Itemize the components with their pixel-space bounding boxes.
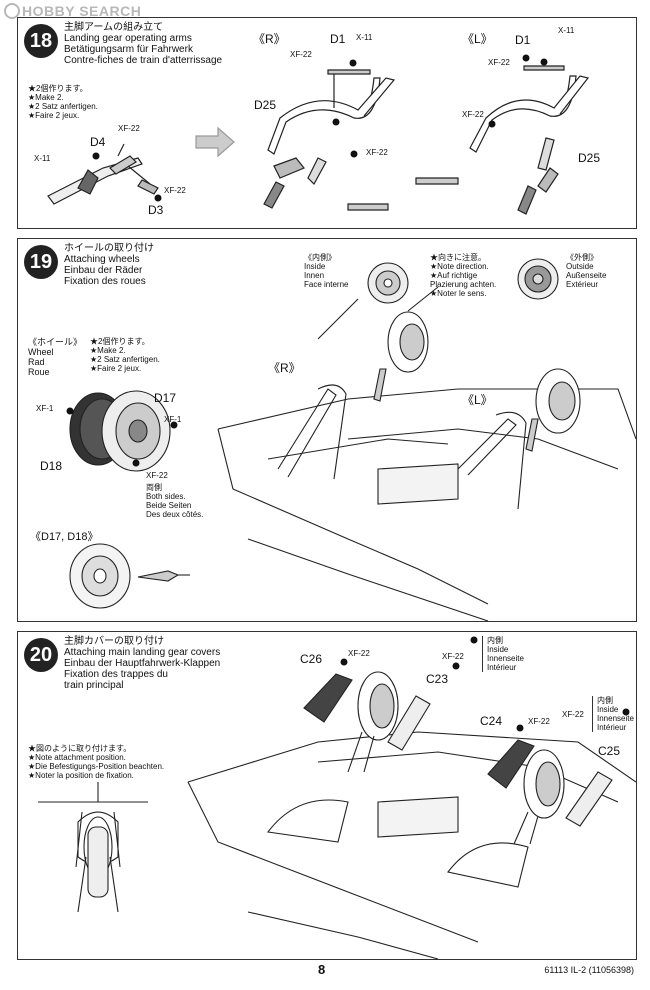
make-two-note: ★2個作ります。 ★Make 2. ★2 Satz anfertigen. ★F… [90,337,160,373]
step-19-panel: 19 ホイールの取り付け Attaching wheels Einbau der… [17,238,637,622]
step-number: 20 [24,638,58,672]
step-19-illustration [66,258,636,621]
paint-label-xf22: XF-22 [528,717,550,726]
step-title: ホイールの取り付け Attaching wheels Einbau der Rä… [64,243,154,287]
paint-label-xf1: XF-1 [36,404,54,413]
paint-label-xf22: XF-22 [488,58,510,67]
part-label-d18: D18 [40,459,63,473]
step-title: 主脚アームの組み立て Landing gear operating arms B… [64,22,223,66]
part-label-c26: C26 [300,652,323,666]
d17-d18-label: 《D17, D18》 [30,531,99,543]
part-label-c24: C24 [480,714,503,728]
paint-label-xf22: XF-22 [290,50,312,59]
step-20-illustration [38,636,636,959]
side-right-label: 《R》 [253,32,286,46]
paint-label-x11: X-11 [34,154,51,163]
paint-label-xf22: XF-22 [462,110,484,119]
outside-label: 《外側》 Outside Außenseite Extérieur [566,253,607,289]
attachment-note: ★図のように取り付けます。 ★Note attachment position.… [28,744,165,780]
both-sides-note: 両側 Both sides. Beide Seiten Des deux côt… [146,483,204,519]
paint-label-xf22: XF-22 [164,186,186,195]
side-left-label: 《L》 [462,393,493,407]
make-two-note: ★2個作ります。 ★Make 2. ★2 Satz anfertigen. ★F… [28,84,98,120]
part-label-d3: D3 [148,203,164,217]
kit-code: 61113 IL-2 (11056398) [544,965,634,975]
wheel-label: 《ホイール》 Wheel Rad Roue [28,337,83,377]
paint-label-xf22: XF-22 [118,124,140,133]
side-left-label: 《L》 [462,32,493,46]
watermark-logo-icon [4,3,20,19]
step-number: 19 [24,245,58,279]
direction-note: ★向きに注意。 ★Note direction. ★Auf richtige P… [430,253,497,298]
paint-label-xf22: XF-22 [562,710,584,719]
inside-bracket-label: 内側 Inside Innenseite Intérieur [482,636,524,672]
paint-label-xf22: XF-22 [146,471,168,480]
step-20-panel: 20 主脚カバーの取り付け Attaching main landing gea… [17,631,637,960]
paint-label-x11: X-11 [356,33,373,42]
part-label-d1: D1 [515,33,531,47]
paint-label-xf22: XF-22 [348,649,370,658]
part-label-c25: C25 [598,744,621,758]
paint-label-xf22: XF-22 [442,652,464,661]
paint-label-x11: X-11 [558,26,575,35]
page-number: 8 [318,962,326,977]
part-label-d25: D25 [254,98,277,112]
step-number: 18 [24,24,58,58]
step-18-illustration [47,54,590,215]
part-label-c23: C23 [426,672,449,686]
inside-label: 《内側》 Inside Innen Face interne [304,253,349,289]
part-label-d17: D17 [154,391,177,405]
part-label-d1: D1 [330,32,346,46]
step-18-panel: 18 主脚アームの組み立て Landing gear operating arm… [17,17,637,229]
side-right-label: 《R》 [268,361,301,375]
paint-label-xf1: XF-1 [164,415,182,424]
hobby-search-watermark: HOBBY SEARCH [4,3,141,19]
step-title: 主脚カバーの取り付け Attaching main landing gear c… [64,636,221,691]
part-label-d25: D25 [578,151,601,165]
paint-label-xf22: XF-22 [366,148,388,157]
part-label-d4: D4 [90,135,106,149]
inside-bracket-label: 内側 Inside Innenseite Intérieur [592,696,634,732]
